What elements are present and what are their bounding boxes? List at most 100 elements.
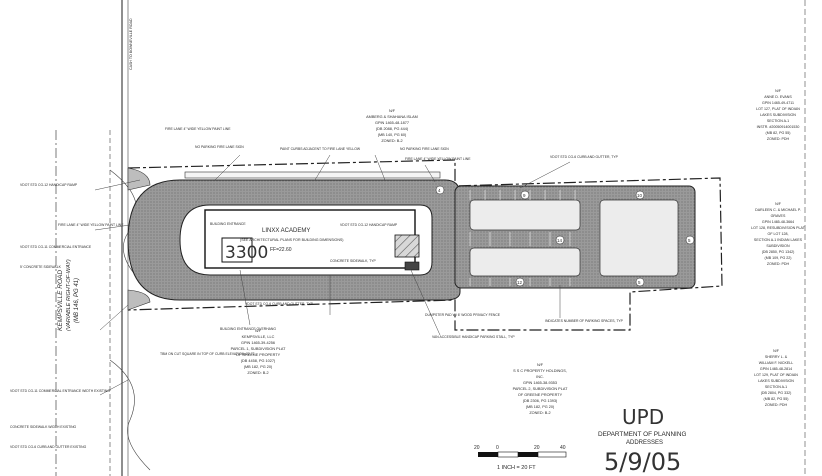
dumpster-pad <box>394 234 420 258</box>
parking-island-south <box>469 247 581 277</box>
parcel-north-line: ZONED: B-2 <box>381 139 402 143</box>
space-count: 5 <box>638 280 641 285</box>
callout-text: 5' CONCRETE SIDEWALK <box>20 265 62 269</box>
parcel-southeast-line: ZONED: PDH <box>765 403 788 407</box>
callout-text: TBM ON CUT SQUARE IN TOP OF CURB ELEVATI… <box>160 352 255 356</box>
space-count-marker: 12 <box>515 277 525 287</box>
parcel-south-west-line: (DB 4458, PG 1027) <box>241 359 276 363</box>
parcel-southeast-line: GPIN 1465-48-2814 <box>760 367 792 371</box>
parcel-south-west-line: PARCEL 1, SUBDIVISION PLAT <box>231 347 286 351</box>
building-stamp-box <box>221 237 253 263</box>
road-reference: (MB 146, PG 41) <box>74 278 80 323</box>
space-count: 10 <box>637 193 643 198</box>
parcel-northeast-line: GPIN 1465-49-4711 <box>762 101 794 105</box>
parcel-northeast-line: ANNE D. EVANS <box>764 95 792 99</box>
parcel-east-line: (DB 2850, PG 1342) <box>762 250 795 254</box>
space-count-marker: 9 <box>520 190 530 200</box>
parcel-south-west: N/F KEMPSVILLE, LLC GPIN 1465-39-4256 PA… <box>231 329 286 375</box>
callout-text: CONCRETE SIDEWALK, TYP <box>330 259 377 263</box>
parking-stripes <box>469 190 576 286</box>
graphic-scale: 20 0 20 40 1 INCH = 20 FT <box>474 445 567 471</box>
scale-bar-seg <box>497 451 519 458</box>
parcel-southeast-line: N/F <box>773 349 780 353</box>
parcel-south-west-line: KEMPSVILLE, LLC <box>242 335 275 339</box>
parcel-south-west-line: GPIN 1465-39-4256 <box>241 341 275 345</box>
parcel-northeast-line: LOT 127, PLAT OF INDIAN <box>756 107 800 111</box>
space-count: 14 <box>557 238 563 243</box>
parcel-east: N/F DARLEEN C. & MICHAEL P. GRAVES GPIN … <box>751 202 806 266</box>
dumpster-fence <box>404 261 420 271</box>
space-count-marker: 14 <box>555 235 565 245</box>
space-count-marker: 4 <box>435 185 445 195</box>
callout-text: FIRE LANE 4" WIDE YELLOW PAINT LINE <box>165 127 231 131</box>
callout-text: FIRE LANE 4" WIDE YELLOW PAINT LINE <box>405 157 471 161</box>
parcel-southeast-line: LOT 129, PLAT OF INDIAN <box>754 373 798 377</box>
space-count-markers: 9 14 12 10 5 5 4 <box>435 185 695 287</box>
parcel-northeast-line: ZONED: PDH <box>767 137 790 141</box>
parcel-east-line: SUBDIVISION <box>766 244 790 248</box>
callout-text: NO PARKING FIRE LANE SIGN <box>400 147 449 151</box>
stamp-department: DEPARTMENT OF PLANNING <box>598 431 686 438</box>
callout-text: VDOT STD CG-12 HANDICAP RAMP <box>340 223 398 227</box>
building-number-stamp: 3300 <box>225 243 268 263</box>
paved-drive-aisle <box>127 179 461 301</box>
parcel-south-west-line: ZONED: B-2 <box>247 371 268 375</box>
callout-text: VDOT STD CG-11 COMMERCIAL ENTRANCE <box>20 245 92 249</box>
space-count: 12 <box>517 280 523 285</box>
parcel-north-line: (MB 140, PG 60) <box>378 133 407 137</box>
callout-labels: VDOT STD CG-12 HANDICAP RAMP FIRE LANE 4… <box>10 127 624 449</box>
parcel-southeast-line: (DB 2804, PG 332) <box>761 391 792 395</box>
scale-tick: 0 <box>496 445 499 451</box>
stamp-subtitle: ADDRESSES <box>626 440 663 446</box>
scale-bar-seg <box>537 451 567 458</box>
parcel-northeast: N/F ANNE D. EVANS GPIN 1465-49-4711 LOT … <box>756 89 800 141</box>
stamp-agency: UPD <box>622 405 664 429</box>
callout-text: BUILDING ENTRANCE OVERHANG <box>220 327 276 331</box>
north-entrance <box>127 167 151 191</box>
parcel-northeast-line: N/F <box>775 89 782 93</box>
parcel-south-line: N/F <box>537 363 544 367</box>
callout-text: NO PARKING FIRE LANE SIGN <box>195 145 244 149</box>
space-count: 5 <box>688 238 691 243</box>
space-count: 4 <box>438 188 441 193</box>
parcel-east-line: GRAVES <box>771 214 786 218</box>
parcel-south-line: INC. <box>536 375 544 379</box>
scale-bar-seg <box>518 452 538 457</box>
sidewalk-north <box>184 171 441 179</box>
building-name: LINXX ACADEMY <box>262 228 310 234</box>
parcel-south-line: GPIN 1465-38-9353 <box>523 381 557 385</box>
scale-tick: 20 <box>534 445 540 451</box>
callout-text: VDOT STD CG-11 COMMERCIAL ENTRANCE WIDTH… <box>10 389 110 393</box>
parcel-east-line: SECTION A-1 INDIAN LAKES <box>754 238 803 242</box>
parking-island-east <box>599 199 679 277</box>
parcel-east-line: LOT 128, RESUBDIVISION PLAT <box>751 226 806 230</box>
parcel-southeast: N/F SHERRY L. & WILLIAM F. NICKELL GPIN … <box>754 349 798 407</box>
parcel-north-line: (DB 2088, PG 444) <box>376 127 409 131</box>
callout-leaders <box>94 154 571 396</box>
building-note: (SEE ARCHITECTURAL PLANS FOR BUILDING DI… <box>240 238 344 242</box>
parcel-northeast-line: (MB 82, PG 55) <box>766 131 791 135</box>
callout-text: CONCRETE SIDEWALK WIDTH EXISTING <box>10 425 77 429</box>
parcel-east-line: GPIN 1465-48-3664 <box>762 220 794 224</box>
parcel-south-line: (DB 2306, PG 1393) <box>523 399 558 403</box>
parcel-east-line: N/F <box>775 202 782 206</box>
parcel-south: N/F S S C PROPERTY HOLDINGS, INC. GPIN 1… <box>513 363 568 415</box>
parcel-northeast-line: LAKES SUBDIVISION <box>760 113 796 117</box>
scale-tick: 20 <box>474 445 480 451</box>
space-count: 9 <box>523 193 526 198</box>
parcel-south-west-line: OF GREENE PROPERTY <box>236 353 281 357</box>
road-width: (VARIABLE RIGHT-OF-WAY) <box>66 259 72 331</box>
property-boundary <box>127 159 723 331</box>
space-count-marker: 5 <box>685 235 695 245</box>
callout-text: VDOT STD CG-6 CURB AND GUTTER, TYP <box>245 302 314 306</box>
parcel-southeast-line: SHERRY L. & <box>765 355 788 359</box>
parcel-north: N/F AMBERG & SHAHANA ISLAM GPIN 1465-48-… <box>366 109 418 143</box>
road-name: KEMPSVILLE ROAD <box>57 270 64 331</box>
scale-text: 1 INCH = 20 FT <box>497 465 536 471</box>
road-top-note: CASH TO BOWNEVILLE ROAD <box>129 18 133 70</box>
road-label: KEMPSVILLE ROAD (VARIABLE RIGHT-OF-WAY) … <box>57 259 80 331</box>
callout-text: INDICATES NUMBER OF PARKING SPACES, TYP <box>545 319 624 323</box>
parcel-south-line: S S C PROPERTY HOLDINGS, <box>513 369 567 373</box>
